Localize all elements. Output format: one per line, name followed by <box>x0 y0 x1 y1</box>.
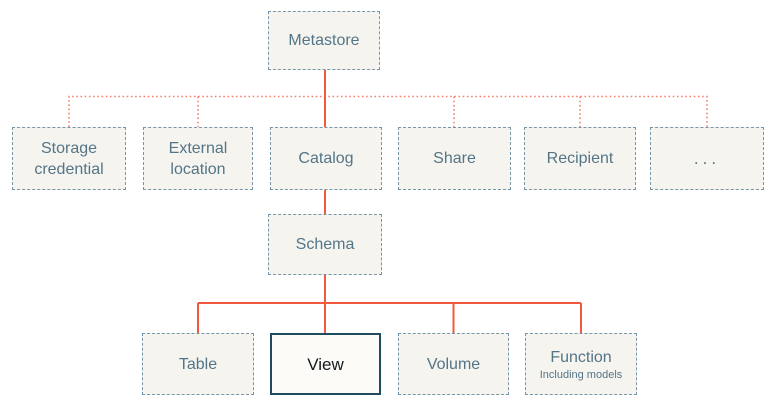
node-metastore: Metastore <box>268 11 380 70</box>
node-label: Volume <box>426 355 481 373</box>
node-recipient: Recipient <box>524 127 636 190</box>
node-label: Function <box>550 348 612 366</box>
node-table: Table <box>142 333 254 395</box>
node-more: ... <box>650 127 764 190</box>
node-external-location: External location <box>143 127 253 190</box>
node-label: View <box>307 354 344 374</box>
node-label: Recipient <box>546 150 614 167</box>
node-label: Share <box>433 150 476 167</box>
node-label: External location <box>168 139 228 178</box>
connector-schema-children <box>197 275 582 333</box>
node-schema: Schema <box>268 214 382 275</box>
connector-dotted-rail <box>68 95 708 127</box>
node-function: Function Including models <box>525 333 637 395</box>
node-view: View <box>270 333 381 395</box>
node-label: Catalog <box>298 150 354 167</box>
node-label: Table <box>178 355 218 373</box>
node-label: Metastore <box>288 32 360 49</box>
node-share: Share <box>398 127 511 190</box>
node-volume: Volume <box>398 333 509 395</box>
node-label: Storage credential <box>34 139 104 178</box>
node-label: Schema <box>295 236 355 253</box>
node-storage-credential: Storage credential <box>12 127 126 190</box>
node-label: ... <box>693 149 721 168</box>
node-catalog: Catalog <box>270 127 382 190</box>
node-sublabel: Including models <box>539 368 623 381</box>
